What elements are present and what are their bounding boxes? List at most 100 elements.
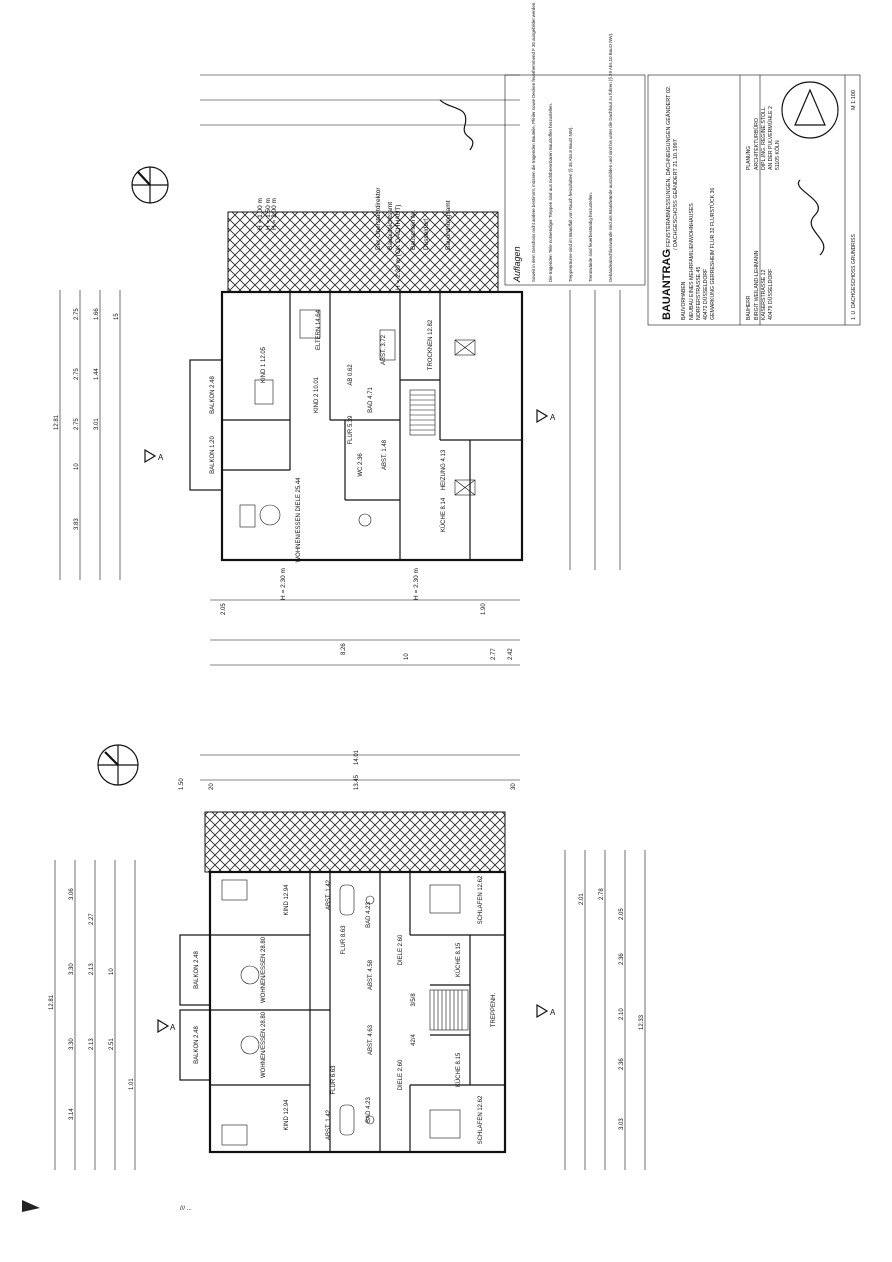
- project-line: 40472 DÜSSELDORF: [702, 269, 709, 320]
- room-label: BAD 4.23: [366, 901, 372, 927]
- signature-icon: [439, 99, 474, 151]
- legend-note: Treppenräume sind im Brandfall von Rauch…: [568, 126, 573, 282]
- room-label: ABST. 4.58: [368, 959, 374, 990]
- bauherr-label: BAUHERR: [746, 295, 752, 320]
- room-label: BAD 4.71: [368, 386, 374, 412]
- svg-text:A: A: [158, 453, 164, 462]
- room-label: BALKON 2.48: [194, 950, 200, 988]
- upper-floor-plan: KIND 1 12.05 ELTERN 14.64 KIND 2 10.01 W…: [54, 74, 621, 666]
- room-label: BALKON 2.48: [194, 1025, 200, 1063]
- room-label: KÜCHE 8.15: [455, 1052, 462, 1087]
- footer: 1. U. DACHGESCHOSS GRUNDRISS: [851, 233, 857, 320]
- svg-text:2.27: 2.27: [89, 913, 95, 925]
- room-label: BALKON 2.48: [210, 375, 216, 413]
- dimension-chain-upper-top: [200, 74, 520, 126]
- svg-text:2.10: 2.10: [619, 1008, 625, 1020]
- room-label: FLUR 8.63: [341, 925, 347, 955]
- legend-note: Trennwände sind feuerbeständig herzustel…: [588, 192, 593, 282]
- room-label: SCHLAFEN 12.62: [478, 875, 484, 924]
- corner-mark-icon: [22, 1200, 40, 1212]
- lower-floor-plan: KIND 12.94 KIND 12.94 WOHNEN/ESSEN 28.80…: [49, 749, 646, 1170]
- svg-text:20: 20: [209, 783, 215, 790]
- stamp-line: Der Oberstadtdirektor: [375, 187, 382, 250]
- room-label: HEIZUNG 4.13: [441, 449, 447, 490]
- project-line: NEUBAU EINES MEHRFAMILIENWOHNHAUSES: [689, 203, 695, 320]
- room-label: TREPPENH.: [491, 993, 497, 1028]
- height-note: H = 2.30 m: [413, 568, 420, 600]
- page-number: /// ...: [180, 1206, 192, 1212]
- dimension-chain-upper-right: [569, 290, 621, 570]
- room-label: WOHNEN/ESSEN 28.80: [261, 936, 267, 1003]
- bauherr-line: KAISERSTRASSE 12: [761, 269, 767, 320]
- upper-stair: [409, 389, 436, 436]
- heading-rest: / FENSTERABMESSUNGEN, DACHNEIGUNGEN GEÄN…: [665, 85, 672, 250]
- svg-text:3.83: 3.83: [74, 518, 80, 530]
- planung-label: PLANUNG: [746, 146, 752, 170]
- room-label: WC 2.36: [358, 453, 364, 477]
- svg-text:2.78: 2.78: [599, 888, 605, 900]
- planung-line: AN DER PULVERMÜHLE 2: [767, 106, 774, 170]
- svg-text:2.13: 2.13: [89, 1038, 95, 1050]
- section-marker: A A: [144, 408, 556, 464]
- room-label: TROCKNEN 12.82: [428, 319, 434, 370]
- svg-text:1.50: 1.50: [179, 778, 185, 790]
- room-label: KIND 12.94: [284, 884, 290, 916]
- title-block: BAUANTRAG / FENSTERABMESSUNGEN, DACHNEIG…: [439, 74, 861, 326]
- svg-text:A: A: [550, 413, 556, 422]
- room-label: BALKON 1.20: [210, 435, 216, 473]
- svg-text:1.44: 1.44: [94, 368, 100, 380]
- room-label: FLUR 6.63: [331, 1065, 337, 1095]
- svg-text:2.05: 2.05: [619, 908, 625, 920]
- svg-text:1.01: 1.01: [129, 1078, 135, 1090]
- architect-stamp: [781, 81, 839, 139]
- svg-text:2.42: 2.42: [508, 648, 514, 660]
- svg-text:1.90: 1.90: [481, 603, 487, 615]
- svg-text:2.75: 2.75: [74, 368, 80, 380]
- room-label: ABST. 1.42: [326, 879, 332, 910]
- north-arrow-icon-upper: [131, 166, 169, 204]
- svg-text:12.81: 12.81: [49, 994, 55, 1010]
- room-label: ABST. 4.63: [368, 1024, 374, 1055]
- svg-text:15: 15: [114, 313, 120, 320]
- room-label: ELTERN 14.64: [316, 309, 322, 350]
- stamp-line: Bauaufsichtsamt: [387, 202, 394, 250]
- svg-text:2.75: 2.75: [74, 418, 80, 430]
- svg-text:10: 10: [74, 463, 80, 470]
- room-label: SCHLAFEN 12.62: [478, 1095, 484, 1144]
- dimension-chain-upper-bottom: 2.05 8.26 1.90 2.77 10 2.42: [210, 599, 520, 666]
- room-label: AB 0.62: [348, 364, 354, 386]
- svg-text:A: A: [550, 1008, 556, 1017]
- legend-title: Auflagen: [512, 246, 522, 283]
- scale: M 1:100: [851, 90, 857, 110]
- svg-text:30: 30: [511, 783, 517, 790]
- svg-text:3.30: 3.30: [69, 963, 75, 975]
- bauherr-line: BIRGIT WEILAND-LEHMANN: [754, 250, 760, 320]
- height-note: H = 1.50 m: [265, 198, 272, 230]
- legend-note: Die tragenden Teile notwendiger Treppen …: [548, 103, 553, 282]
- svg-text:10: 10: [109, 968, 115, 975]
- signature-icon: [797, 179, 825, 256]
- bauherr-line: 40479 DÜSSELDORF: [767, 269, 774, 320]
- svg-text:3.06: 3.06: [69, 888, 75, 900]
- room-label: WOHNEN/ESSEN DIELE 25.44: [296, 477, 302, 563]
- svg-text:2.77: 2.77: [491, 648, 497, 660]
- room-label: ABST. 3.72: [381, 334, 387, 365]
- svg-text:10: 10: [404, 653, 410, 660]
- svg-text:3.14: 3.14: [69, 1108, 75, 1120]
- stamp-line: Bauordnungsamt: [445, 200, 452, 250]
- planung-line: DIPL.ING. REGINE STOLL: [761, 107, 767, 170]
- upper-outer-wall: [220, 290, 524, 562]
- balcony: [179, 1009, 211, 1081]
- stair-label: 42/4: [411, 1034, 417, 1046]
- room-label: DIELE 2.60: [398, 1059, 404, 1090]
- svg-text:2.01: 2.01: [579, 893, 585, 905]
- dimension-chain-lower-left: 12.81 3.30 3.30 3.14 3.06 2.13 2.13 2.27…: [49, 860, 136, 1170]
- stamp-line: Düsseldorf,: [423, 217, 430, 250]
- svg-text:13.45: 13.45: [354, 774, 360, 790]
- room-label: WOHNEN/ESSEN 28.80: [261, 1011, 267, 1078]
- svg-text:1.66: 1.66: [94, 308, 100, 320]
- roof-hatch: [204, 811, 506, 873]
- bauvorhaben-label: BAUVORHABEN: [681, 281, 687, 320]
- svg-text:12.33: 12.33: [639, 1014, 645, 1030]
- balcony: [179, 934, 211, 1006]
